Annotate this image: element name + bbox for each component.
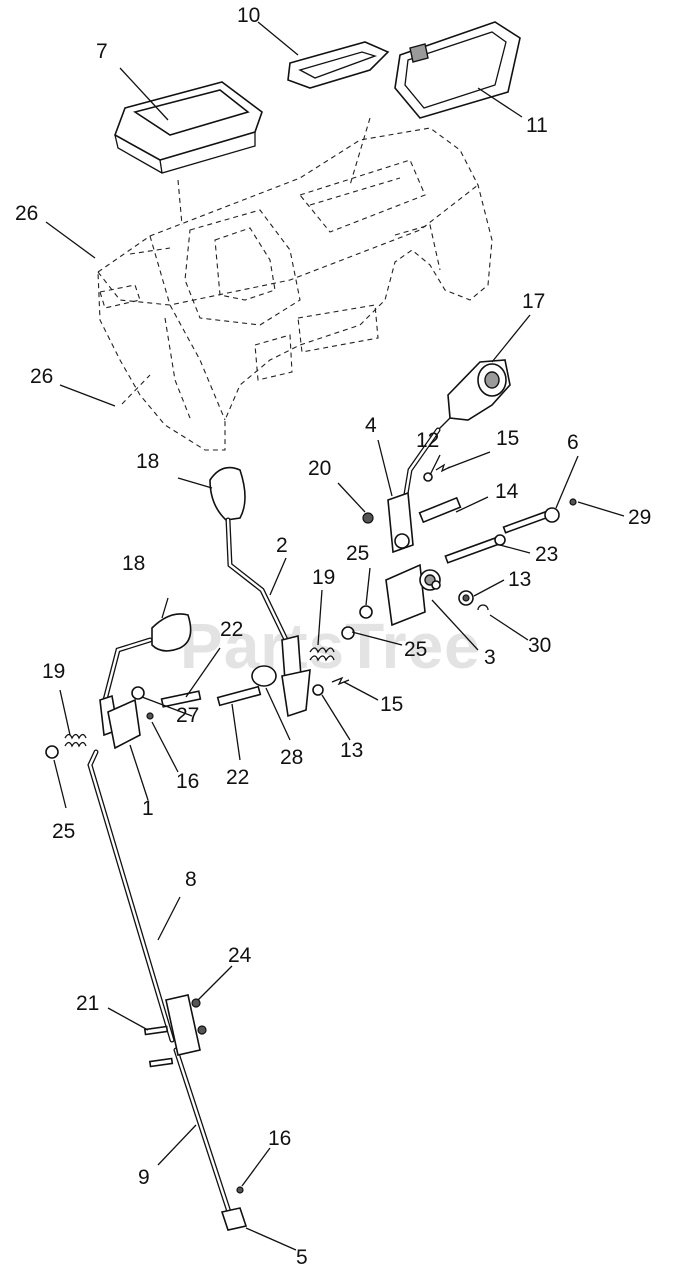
part-25-nut-a [359, 605, 373, 619]
callout-9: 9 [138, 1166, 150, 1189]
dashboard-housing [97, 127, 493, 451]
part-9-lower-rod [173, 1047, 233, 1218]
part-3-bracket [385, 563, 441, 627]
part-6-rod-end [502, 507, 560, 534]
part-8-upper-rod [87, 749, 175, 1043]
callout-20: 20 [308, 457, 331, 480]
callout-5: 5 [296, 1246, 308, 1269]
part-24-connector [165, 994, 201, 1056]
callout-7: 7 [96, 40, 108, 63]
callout-23: 23 [535, 543, 558, 566]
callout-24: 24 [228, 944, 252, 967]
callout-18-lower: 18 [122, 552, 145, 575]
callout-25-mid: 25 [404, 638, 427, 661]
part-25-nut-c [45, 745, 59, 759]
part-18-knob-lower [151, 613, 192, 652]
part-15-spring-pin-upper [435, 463, 451, 473]
callout-2: 2 [276, 534, 288, 557]
part-4-lever-assembly [387, 427, 462, 554]
part-5-end-fitting [220, 1207, 248, 1231]
part-29-washer [251, 665, 277, 687]
callout-26-upper: 26 [15, 202, 38, 225]
callout-17: 17 [522, 290, 545, 313]
part-23-bolt [444, 534, 506, 564]
callout-22-upper: 22 [220, 618, 243, 641]
callout-22-lower: 22 [226, 766, 249, 789]
callout-19-lower: 19 [42, 660, 65, 683]
leader-lines [45, 21, 625, 1251]
part-19-spring-upper [309, 647, 335, 662]
callout-13-upper: 12 [416, 429, 439, 452]
part-17-handle-grip [447, 359, 511, 421]
callout-4: 4 [365, 414, 377, 437]
part-25-nut-b [341, 626, 355, 640]
callout-21: 21 [76, 992, 99, 1015]
callout-10: 10 [237, 4, 260, 27]
part-21-bolts [143, 1025, 174, 1068]
callout-28: 27 [176, 704, 199, 727]
callout-15-upper: 15 [496, 427, 519, 450]
part-19-spring-lower [64, 733, 87, 748]
callout-11: 11 [526, 114, 548, 137]
callout-14: 14 [495, 480, 519, 503]
callout-27: 29 [628, 506, 651, 529]
callout-8: 8 [185, 868, 197, 891]
part-22-bolt-upper [160, 690, 202, 708]
part-20-nut [362, 512, 374, 524]
callout-3: 3 [484, 646, 496, 669]
watermark: PartsTree [180, 610, 481, 682]
callout-29: 28 [280, 746, 303, 769]
part-28-washer [131, 686, 145, 700]
part-10-gasket-frame [287, 41, 390, 89]
callout-12: 13 [508, 568, 531, 591]
callout-26-lower: 26 [30, 365, 53, 388]
callout-13-lower: 13 [340, 739, 363, 762]
part-1-lever [99, 637, 153, 750]
part-16-pin-lower [236, 1186, 244, 1194]
part-30-clip [477, 604, 489, 611]
part-2-shift-lever [225, 517, 311, 718]
callout-1: 1 [142, 797, 154, 820]
callout-16-lower: 16 [268, 1127, 291, 1150]
callout-6: 6 [567, 431, 579, 454]
part-13-washer-lower [312, 684, 324, 696]
part-18-knob-upper [209, 466, 246, 521]
callout-labels: 7 10 11 26 26 17 4 12 15 6 14 29 20 23 2… [15, 4, 651, 1269]
part-7-cover-pad [114, 81, 263, 174]
part-16-pin-upper [146, 712, 154, 720]
callout-25-lower: 25 [52, 820, 75, 843]
callout-16-upper: 16 [176, 770, 199, 793]
callout-15-lower: 15 [380, 693, 403, 716]
part-27-nut [569, 498, 577, 506]
callout-25-upper: 25 [346, 542, 369, 565]
part-11-bezel [394, 21, 521, 119]
callout-18-upper: 18 [136, 450, 159, 473]
callout-19-upper: 19 [312, 566, 335, 589]
callout-30: 30 [528, 634, 551, 657]
part-22-bolt-lower [216, 685, 262, 707]
